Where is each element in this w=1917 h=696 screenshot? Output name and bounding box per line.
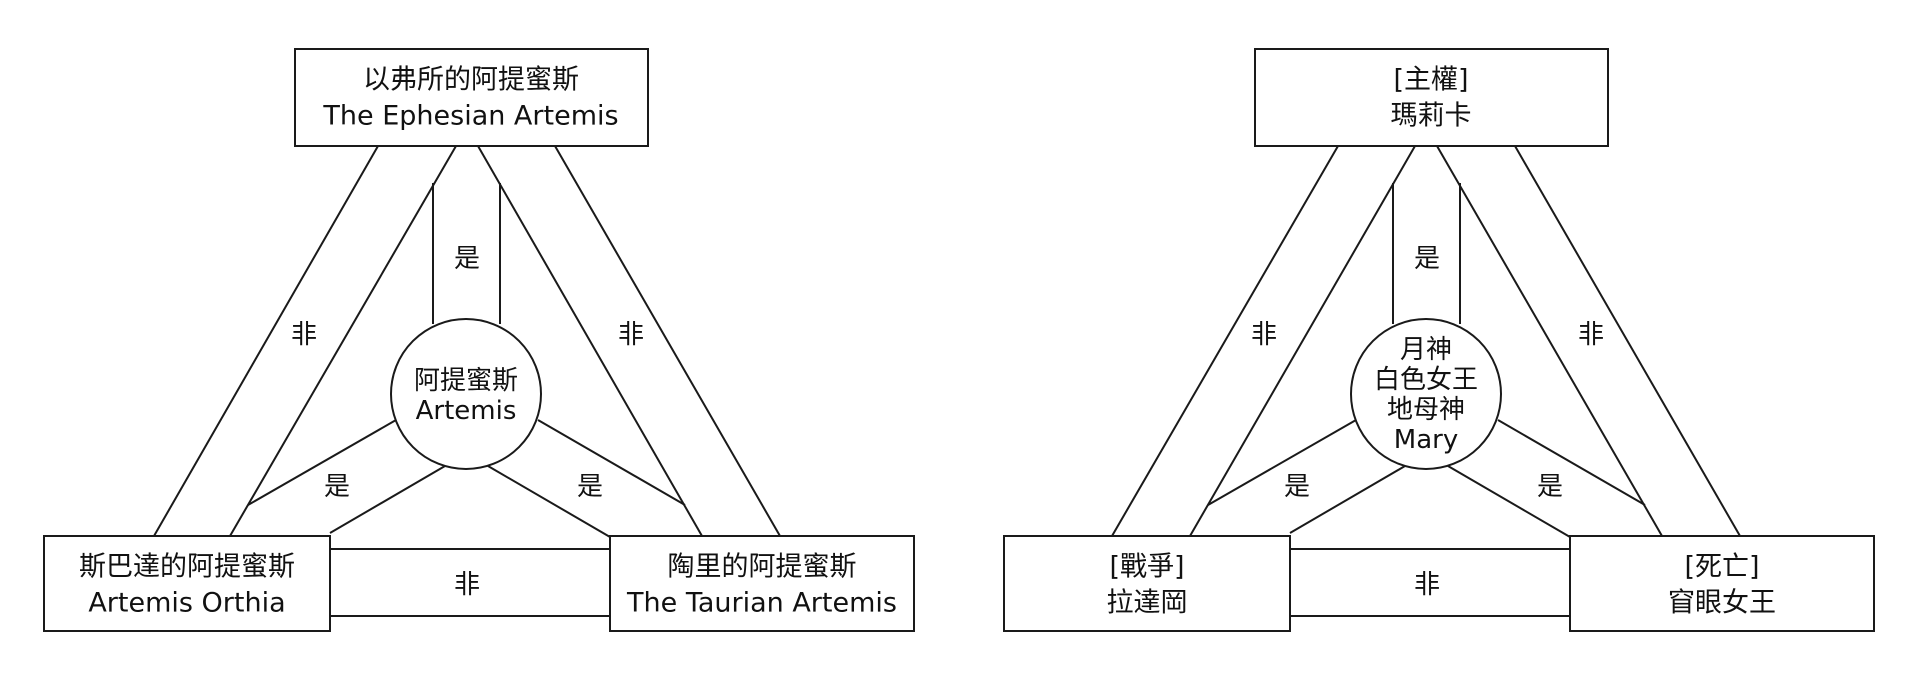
left-box [43, 535, 331, 632]
center-label-line-3: 地母神 [1387, 395, 1465, 425]
is-connector-left-upper [247, 419, 397, 506]
left-box-line-2: 拉達岡 [1107, 588, 1188, 619]
outer-edge-top-right [1514, 145, 1741, 537]
right-box-line-1: [死亡] [1684, 552, 1759, 583]
not-label-right: 非 [1578, 320, 1604, 350]
diagram-mary: 月神 白色女王 地母神 Mary [主權] 瑪莉卡 [戰爭] 拉達岡 [死亡] … [1003, 48, 1875, 632]
top-box-line-1: 以弗所的阿提蜜斯 [363, 65, 579, 96]
top-box [294, 48, 649, 147]
is-label-left: 是 [324, 472, 350, 502]
is-label-left: 是 [1284, 472, 1310, 502]
center-label-line-1: 月神 [1400, 335, 1452, 365]
right-box-line-2: 窅眼女王 [1668, 588, 1776, 619]
is-label-right: 是 [1537, 472, 1563, 502]
not-label-bottom: 非 [1414, 570, 1440, 600]
inner-edge-top-left [1189, 145, 1416, 537]
inner-edge-top-left [229, 145, 457, 537]
is-connector-right-lower [487, 465, 611, 538]
center-circle [1350, 318, 1502, 470]
is-label-top: 是 [1414, 244, 1440, 274]
left-box-line-1: 斯巴達的阿提蜜斯 [79, 552, 295, 583]
inner-edge-top-right [477, 145, 703, 537]
right-box [609, 535, 915, 632]
is-connector-right-upper [537, 419, 686, 506]
not-label-left: 非 [291, 320, 317, 350]
right-box [1569, 535, 1875, 632]
top-box-line-2: 瑪莉卡 [1391, 101, 1472, 132]
is-label-right: 是 [577, 472, 603, 502]
outer-edge-top-left [153, 145, 379, 537]
outer-edge-top-left [1111, 145, 1339, 537]
diagram-artemis: 阿提蜜斯 Artemis 以弗所的阿提蜜斯 The Ephesian Artem… [43, 48, 915, 632]
not-label-right: 非 [618, 320, 644, 350]
is-connector-right-lower [1447, 465, 1571, 538]
not-label-bottom: 非 [454, 570, 480, 600]
left-box-line-1: [戰爭] [1109, 552, 1184, 583]
center-label-line-4: Mary [1394, 425, 1458, 455]
top-box-line-1: [主權] [1393, 65, 1468, 96]
top-box [1254, 48, 1609, 147]
inner-edge-top-right [1436, 145, 1663, 537]
left-box-line-2: Artemis Orthia [88, 588, 285, 619]
left-box [1003, 535, 1291, 632]
is-label-top: 是 [454, 244, 480, 274]
outer-edge-top-right [554, 145, 781, 537]
center-label-line-2: 白色女王 [1374, 365, 1478, 395]
right-box-line-2: The Taurian Artemis [626, 588, 897, 619]
is-connector-right-upper [1497, 419, 1646, 506]
center-circle [390, 318, 542, 470]
is-connector-left-lower [329, 465, 446, 534]
right-box-line-1: 陶里的阿提蜜斯 [668, 552, 857, 583]
center-label-line-1: 阿提蜜斯 [414, 366, 518, 396]
is-connector-left-lower [1289, 465, 1406, 534]
not-label-left: 非 [1251, 320, 1277, 350]
is-connector-left-upper [1207, 419, 1357, 506]
top-box-line-2: The Ephesian Artemis [322, 101, 618, 132]
center-label-line-2: Artemis [416, 396, 517, 426]
